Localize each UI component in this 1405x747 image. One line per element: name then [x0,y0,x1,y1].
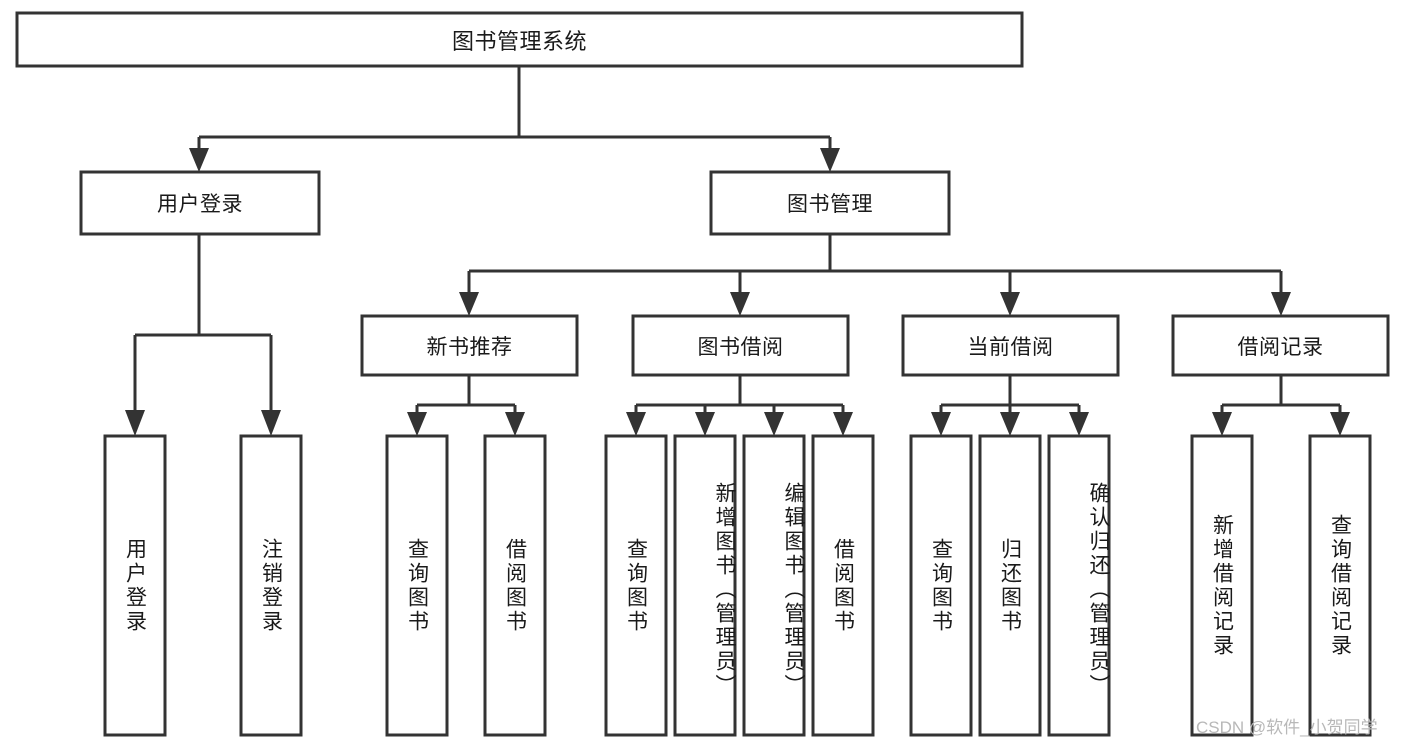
arrowhead-newbook-leaf2 [505,412,525,436]
arrowhead-leaf-user-login [125,410,145,436]
arrowhead-current-leaf2 [1000,412,1020,436]
arrowhead-records-leaf1 [1212,412,1232,436]
arrowhead-borrow-leaf2 [695,412,715,436]
arrowhead-borrow-leaf1 [626,412,646,436]
node-leaf-query-book-2 [604,434,668,737]
node-leaf-query-book-1 [385,434,449,737]
node-leaf-user-login [103,434,167,737]
arrowhead-user-login [189,148,209,172]
arrowhead-book-mgmt [820,148,840,172]
node-leaf-return-book [978,434,1042,737]
node-root-system [15,11,1024,68]
node-leaf-add-record [1190,434,1254,737]
arrowhead-records [1271,292,1291,316]
node-user-login [79,170,321,236]
node-book-borrow [631,314,850,377]
node-leaf-query-record [1308,434,1372,737]
arrowhead-borrow-leaf3 [764,412,784,436]
arrowhead-current-leaf1 [931,412,951,436]
arrowhead-current-leaf3 [1069,412,1089,436]
node-leaf-add-book-admin [673,434,737,737]
node-leaf-query-book-3 [909,434,973,737]
node-leaf-borrow-book-1 [483,434,547,737]
node-leaf-confirm-return-admin [1047,434,1111,737]
arrowhead-borrow-leaf4 [833,412,853,436]
node-new-book-recommend [360,314,579,377]
node-leaf-logout [239,434,303,737]
node-book-management [709,170,951,236]
arrowhead-new-book [459,292,479,316]
arrowhead-borrow [730,292,750,316]
node-leaf-borrow-book-2 [811,434,875,737]
node-current-borrow [901,314,1120,377]
node-borrow-records [1171,314,1390,377]
arrowhead-current [1000,292,1020,316]
node-leaf-edit-book-admin [742,434,806,737]
arrowhead-records-leaf2 [1330,412,1350,436]
arrowhead-newbook-leaf1 [407,412,427,436]
arrowhead-leaf-logout [261,410,281,436]
